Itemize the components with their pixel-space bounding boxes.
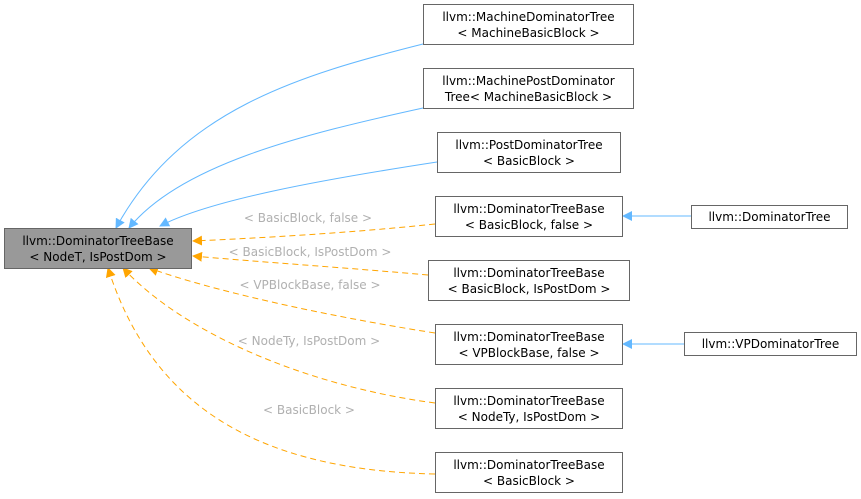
edge-post-dom-to-root xyxy=(159,161,438,227)
edge-dtb-bb-ispostdom-to-root xyxy=(192,251,429,276)
edge-label-bb: < BasicBlock > xyxy=(263,403,355,417)
node-label-line2: < BasicBlock, false > xyxy=(464,217,594,232)
node-dtb-basicblock-ispostdom[interactable]: llvm::DominatorTreeBase < BasicBlock, Is… xyxy=(428,260,630,301)
edge-dtb-bb-to-root xyxy=(105,267,436,475)
edge-dtb-bb-false-to-root xyxy=(192,223,436,246)
node-label-line2: < BasicBlock > xyxy=(483,473,575,488)
node-machine-dominator-tree[interactable]: llvm::MachineDominatorTree < MachineBasi… xyxy=(423,4,634,45)
node-dtb-basicblock[interactable]: llvm::DominatorTreeBase < BasicBlock > xyxy=(435,452,623,493)
edge-machine-dom-to-root xyxy=(115,43,424,229)
edge-machine-post-dom-to-root xyxy=(128,107,424,229)
edge-dtb-vp-false-to-root xyxy=(148,266,436,334)
node-label-line1: llvm::DominatorTreeBase xyxy=(453,393,605,408)
node-label-line1: llvm::MachinePostDominator xyxy=(442,73,615,88)
node-label-line2: < BasicBlock > xyxy=(483,153,575,168)
node-dtb-basicblock-false[interactable]: llvm::DominatorTreeBase < BasicBlock, fa… xyxy=(435,196,623,237)
node-label-line1: llvm::DominatorTreeBase xyxy=(453,329,605,344)
node-vp-dominator-tree[interactable]: llvm::VPDominatorTree xyxy=(684,332,857,356)
node-label-line1: llvm::DominatorTreeBase xyxy=(22,233,174,248)
node-post-dominator-tree[interactable]: llvm::PostDominatorTree < BasicBlock > xyxy=(437,132,621,173)
edge-dtb-nodety-to-root xyxy=(122,267,436,404)
node-label-line2: < NodeT, IsPostDom > xyxy=(29,249,167,264)
node-machine-post-dominator-tree[interactable]: llvm::MachinePostDominator Tree< Machine… xyxy=(423,68,634,109)
node-label-line1: llvm::DominatorTree xyxy=(708,210,831,224)
node-dtb-nodety-ispostdom[interactable]: llvm::DominatorTreeBase < NodeTy, IsPost… xyxy=(435,388,623,429)
node-label-line1: llvm::DominatorTreeBase xyxy=(453,457,605,472)
node-label-line1: llvm::VPDominatorTree xyxy=(701,337,840,351)
node-label-line1: llvm::PostDominatorTree xyxy=(455,137,603,152)
node-dominator-tree[interactable]: llvm::DominatorTree xyxy=(691,205,848,229)
node-dominator-tree-base-root[interactable]: llvm::DominatorTreeBase < NodeT, IsPostD… xyxy=(4,228,192,269)
edge-label-nodety: < NodeTy, IsPostDom > xyxy=(238,334,380,348)
node-label-line1: llvm::MachineDominatorTree xyxy=(442,9,615,24)
edge-label-bb-ispostdom: < BasicBlock, IsPostDom > xyxy=(229,245,392,259)
node-label-line2: < MachineBasicBlock > xyxy=(457,25,600,40)
node-label-line2: Tree< MachineBasicBlock > xyxy=(444,89,613,104)
node-label-line1: llvm::DominatorTreeBase xyxy=(453,201,605,216)
edge-label-vp-false: < VPBlockBase, false > xyxy=(239,278,380,292)
node-label-line2: < NodeTy, IsPostDom > xyxy=(457,409,601,424)
node-label-line1: llvm::DominatorTreeBase xyxy=(453,265,605,280)
node-label-line2: < VPBlockBase, false > xyxy=(458,345,600,360)
node-dtb-vpblockbase-false[interactable]: llvm::DominatorTreeBase < VPBlockBase, f… xyxy=(435,324,623,365)
edge-label-bb-false: < BasicBlock, false > xyxy=(244,211,372,225)
node-label-line2: < BasicBlock, IsPostDom > xyxy=(447,281,611,296)
